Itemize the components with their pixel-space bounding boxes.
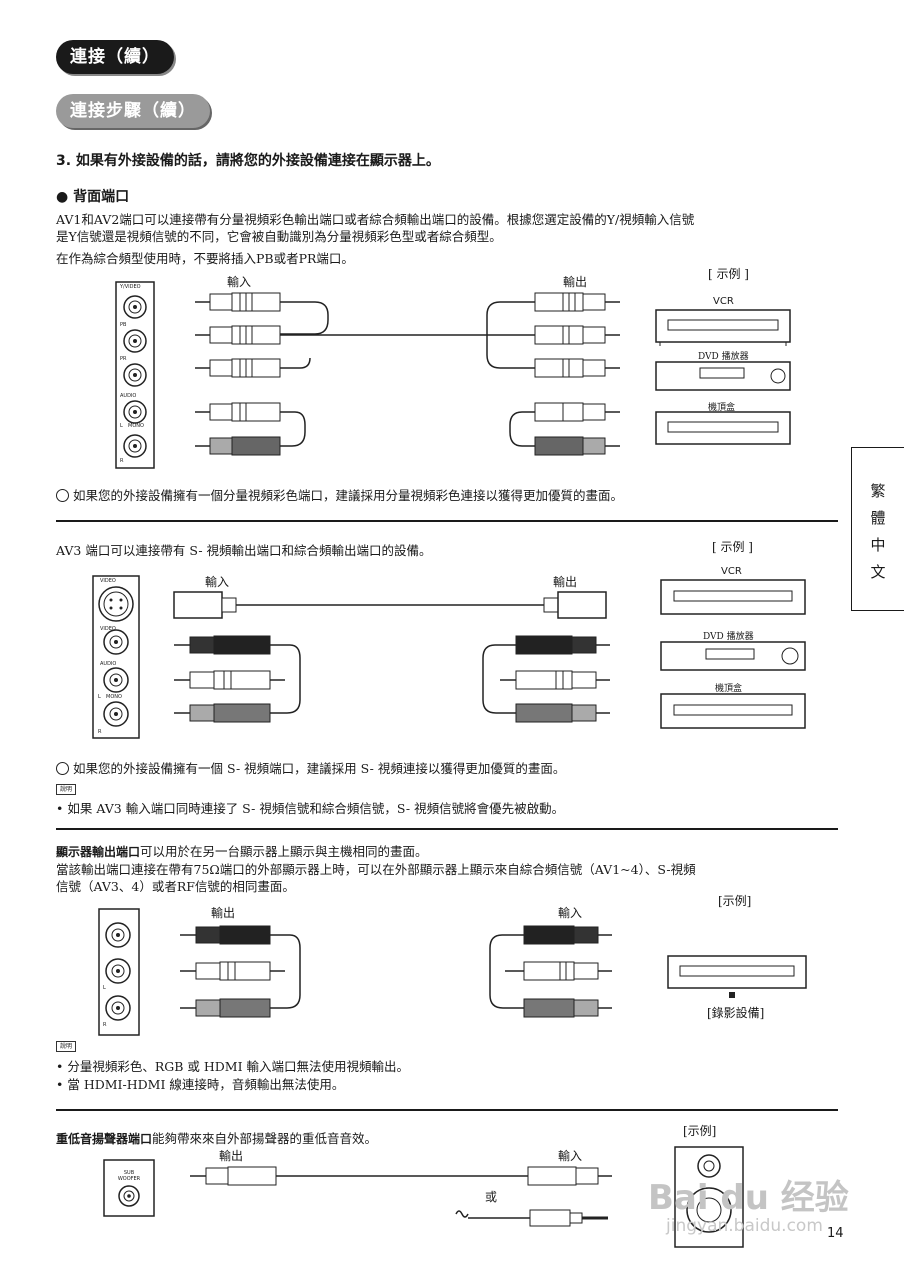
device-dvd-2	[660, 641, 806, 671]
monitor-panel-label-l: L	[103, 985, 106, 991]
av3-device-vcr-label: VCR	[721, 566, 742, 577]
side-tab-char: 體	[870, 509, 886, 527]
sub-alt-cable	[455, 1209, 608, 1227]
av3-panel-label-r: R	[98, 729, 102, 735]
subsection-title: 連接步驟（續）	[56, 94, 210, 128]
av3-device-stb-label: 機頂盒	[715, 684, 743, 694]
diagram1-panel-label-y: Y/VIDEO	[120, 284, 141, 290]
av3-device-dvd-label: DVD 播放器	[703, 632, 754, 642]
side-tab-char: 文	[870, 563, 886, 581]
monitor-example-label: [示例]	[718, 894, 752, 908]
left-plugs-monitor	[180, 925, 271, 1018]
av3-output-label: 輸出	[553, 575, 578, 589]
diagram1-output-label: 輸出	[563, 275, 588, 289]
diagram1-panel-label-audio: AUDIO	[120, 393, 137, 399]
monitor-note-1: • 分量視頻彩色、RGB 或 HDMI 輸入端口無法使用視頻輸出。	[56, 1059, 410, 1074]
device-vcr-1	[655, 309, 791, 346]
rear-panel-1	[115, 281, 155, 469]
av3-panel-label-l: L	[98, 694, 101, 700]
av3-example-label: [ 示例 ]	[712, 540, 753, 554]
diagram1-panel-label-r: R	[120, 458, 124, 464]
rear-panel-monitor	[98, 908, 140, 1036]
watermark-url: jingyan.baidu.com	[666, 1216, 823, 1236]
av3-panel-label-svideo: VIDEO	[100, 578, 116, 584]
av3-panel-label-audio: AUDIO	[100, 661, 117, 667]
right-plugs-1	[534, 292, 620, 456]
device-settopbox-1	[655, 411, 791, 445]
device-dvd-label: DVD 播放器	[698, 352, 749, 362]
monitor-device-label: [錄影設備]	[707, 1006, 765, 1020]
page-number: 14	[827, 1226, 844, 1241]
av3-intro: AV3 端口可以連接帶有 S- 視頻輸出端口和綜合頻輸出端口的設備。	[56, 543, 432, 558]
left-plugs-1	[195, 292, 281, 456]
device-settopbox-2	[660, 693, 806, 729]
divider-3	[56, 1109, 838, 1111]
sub-panel-label: SUB WOOFER	[117, 1170, 141, 1182]
sub-example-label: [示例]	[683, 1124, 717, 1138]
device-dvd-1	[655, 361, 791, 391]
side-tab-char: 繁	[870, 482, 886, 500]
diagram1-panel-label-l: L	[120, 423, 123, 429]
speaker-device	[674, 1146, 744, 1248]
rear-para-2: 是Y信號還是視頻信號的不同，它會被自動識別為分量視頻彩色型或者綜合頻型。	[56, 229, 502, 244]
monitor-output-label: 輸出	[211, 906, 236, 920]
monitor-line2: 當該輸出端口連接在帶有75Ω端口的外部顯示器上時，可以在外部顯示器上顯示來自綜合…	[56, 862, 696, 877]
divider-2	[56, 828, 838, 830]
right-plugs-monitor	[523, 925, 612, 1018]
monitor-note-2: • 當 HDMI-HDMI 線連接時，音頻輸出無法使用。	[56, 1077, 345, 1092]
device-vcr-2	[660, 579, 806, 615]
right-plugs-av3	[515, 635, 610, 723]
device-vcr-label: VCR	[713, 296, 734, 307]
rear-para-3: 在作為綜合頻型使用時，不要將插入PB或者PR端口。	[56, 251, 354, 266]
device-stb-label: 機頂盒	[708, 403, 736, 413]
side-tab-char: 中	[870, 536, 886, 554]
step-heading: 3. 如果有外接設備的話，請將您的外接設備連接在顯示器上。	[56, 153, 440, 169]
device-recorder	[667, 955, 807, 998]
rear-para-1: AV1和AV2端口可以連接帶有分量視頻彩色輸出端口或者綜合頻輸出端口的設備。根據…	[56, 212, 695, 227]
diagram1-example-label: [ 示例 ]	[708, 267, 749, 281]
diagram1-panel-label-pb: PB	[120, 322, 127, 328]
monitor-input-label: 輸入	[558, 906, 583, 920]
diagram1-panel-label-pr: PR	[120, 356, 127, 362]
left-plugs-av3	[174, 635, 271, 723]
lightbulb-icon	[56, 762, 69, 775]
sub-output-label: 輸出	[219, 1149, 244, 1163]
sub-title: 重低音揚聲器端口能夠帶來來自外部揚聲器的重低音音效。	[56, 1131, 378, 1146]
monitor-line3: 信號（AV3、4）或者RF信號的相同畫面。	[56, 879, 295, 894]
monitor-title: 顯示器輸出端口可以用於在另一台顯示器上顯示與主機相同的畫面。	[56, 844, 428, 859]
av3-panel-label-video: VIDEO	[100, 626, 116, 632]
rear-port-heading: ● 背面端口	[56, 189, 130, 205]
section-title: 連接（續）	[56, 40, 174, 74]
av3-note: • 如果 AV3 輸入端口同時連接了 S- 視頻信號和綜合頻信號，S- 視頻信號…	[56, 801, 565, 816]
svideo-cable	[173, 591, 607, 619]
language-side-tab: 繁 體 中 文	[851, 447, 904, 611]
sub-cable	[190, 1166, 612, 1186]
rear-panel-av3	[92, 575, 140, 739]
monitor-panel-label-r: R	[103, 1022, 107, 1028]
tip-component: 如果您的外接設備擁有一個分量視頻彩色端口，建議採用分量視頻彩色連接以獲得更加優質…	[56, 487, 623, 504]
sub-or-label: 或	[485, 1190, 498, 1204]
note-icon: 說明	[56, 1041, 76, 1052]
av3-input-label: 輸入	[205, 575, 230, 589]
sub-input-label: 輸入	[558, 1149, 583, 1163]
bullet-icon: ●	[56, 189, 74, 205]
note-icon: 說明	[56, 784, 76, 795]
divider-1	[56, 520, 838, 522]
rear-panel-sub	[103, 1159, 155, 1217]
lightbulb-icon	[56, 489, 69, 502]
av3-panel-label-mono: MONO	[106, 694, 122, 700]
diagram1-input-label: 輸入	[227, 275, 252, 289]
tip-svideo: 如果您的外接設備擁有一個 S- 視頻端口，建議採用 S- 視頻連接以獲得更加優質…	[56, 760, 565, 777]
watermark-brand: Bai du 经验	[648, 1178, 849, 1218]
diagram1-panel-label-mono: MONO	[128, 423, 144, 429]
